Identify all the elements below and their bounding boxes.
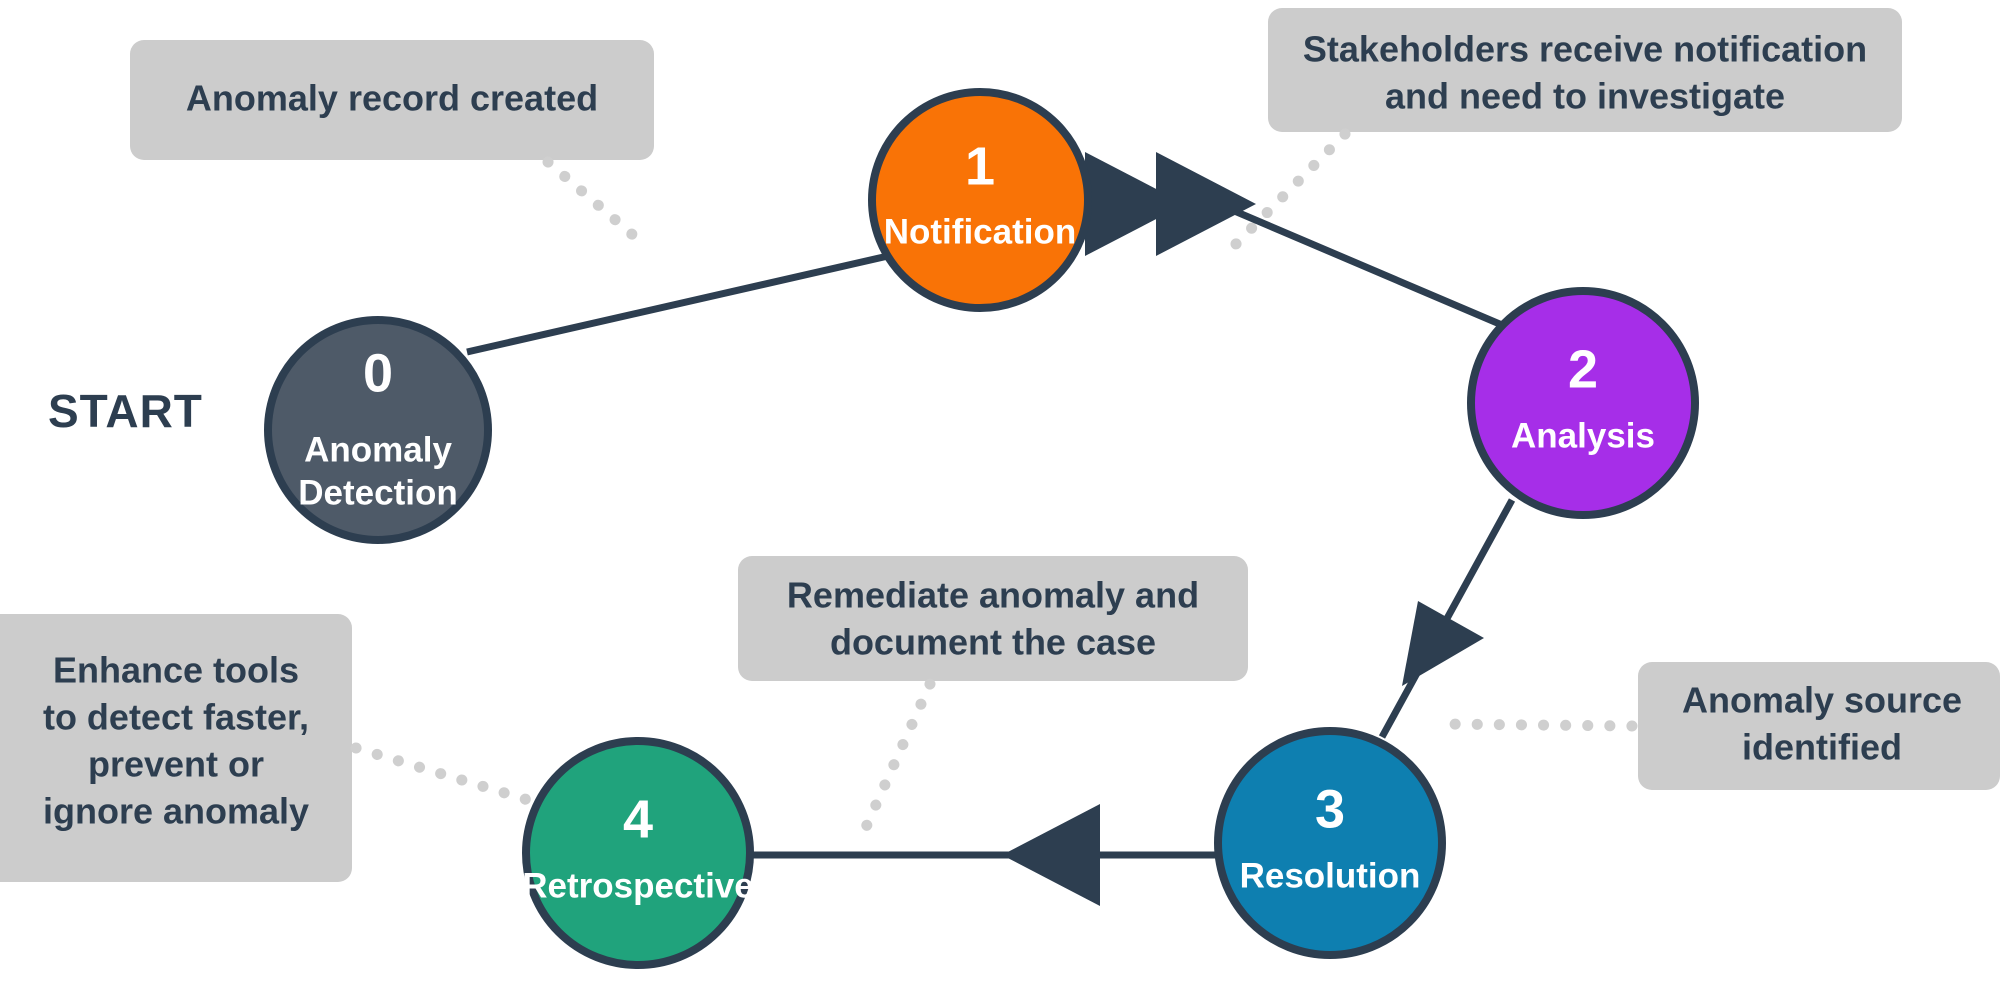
start-label: START	[48, 385, 203, 437]
note-line: Stakeholders receive notification	[1303, 29, 1867, 70]
edge-3-to-4	[752, 804, 1216, 906]
connector-note-stakeholders	[1222, 128, 1351, 258]
node-2-number: 2	[1568, 339, 1598, 399]
node-3-circle[interactable]	[1214, 727, 1446, 959]
node-4-circle[interactable]	[522, 737, 754, 969]
edge-1-to-2	[1088, 152, 1504, 329]
note-stakeholders: Stakeholders receive notification and ne…	[1268, 8, 1902, 132]
node-0-label-line: Anomaly	[304, 430, 452, 469]
node-4-retrospective[interactable]: 4 Retrospective	[522, 737, 754, 969]
node-3-resolution[interactable]: 3 Resolution	[1214, 727, 1446, 959]
note-line: and need to investigate	[1385, 76, 1785, 117]
node-1-circle[interactable]	[868, 88, 1092, 312]
note-box-shape	[130, 40, 654, 160]
node-0-anomaly-detection[interactable]: 0 Anomaly Detection	[264, 316, 492, 544]
node-1-label-line: Notification	[884, 212, 1076, 251]
note-line: document the case	[830, 622, 1156, 663]
note-box-shape	[1268, 8, 1902, 132]
edge-2-to-3	[1378, 498, 1516, 739]
note-box-shape	[0, 614, 352, 882]
note-line: identified	[1742, 727, 1902, 768]
connector-note-anomaly-source	[1437, 718, 1638, 732]
edge-2-to-3-arrowhead	[1402, 601, 1484, 686]
note-line: prevent or	[88, 744, 264, 785]
note-line: Anomaly source	[1682, 680, 1962, 721]
node-4-number: 4	[623, 789, 653, 849]
node-4-label-line: Retrospective	[522, 866, 753, 905]
node-0-number: 0	[363, 343, 393, 403]
node-0-circle[interactable]	[264, 316, 492, 544]
connector-note-enhance-tools	[350, 742, 534, 806]
node-0-label-line: Detection	[298, 473, 457, 512]
note-enhance-tools: Enhance tools to detect faster, prevent …	[0, 614, 352, 882]
node-2-label-line: Analysis	[1511, 416, 1655, 455]
node-2-circle[interactable]	[1467, 287, 1699, 519]
edge-1-to-2-arrowhead	[1156, 152, 1256, 256]
note-line: Enhance tools	[53, 650, 299, 691]
node-3-label-line: Resolution	[1240, 856, 1421, 895]
note-anomaly-record: Anomaly record created	[130, 40, 654, 160]
note-box-shape	[738, 556, 1248, 681]
note-line: Anomaly record created	[186, 78, 598, 119]
edge-3-to-4-arrowhead	[1002, 804, 1100, 906]
node-2-analysis[interactable]: 2 Analysis	[1467, 287, 1699, 519]
connector-note-anomaly-record	[542, 156, 654, 254]
note-anomaly-source: Anomaly source identified	[1638, 662, 2000, 790]
note-line: Remediate anomaly and	[787, 575, 1199, 616]
note-box-shape	[1638, 662, 2000, 790]
node-1-notification[interactable]: 1 Notification	[868, 88, 1092, 312]
node-1-number: 1	[965, 136, 995, 196]
note-remediate: Remediate anomaly and document the case	[738, 556, 1248, 681]
edge-1-to-2-line	[1088, 200, 1504, 329]
note-line: to detect faster,	[43, 697, 309, 738]
connector-note-remediate	[856, 678, 936, 842]
node-3-number: 3	[1315, 779, 1345, 839]
note-line: ignore anomaly	[43, 791, 309, 832]
